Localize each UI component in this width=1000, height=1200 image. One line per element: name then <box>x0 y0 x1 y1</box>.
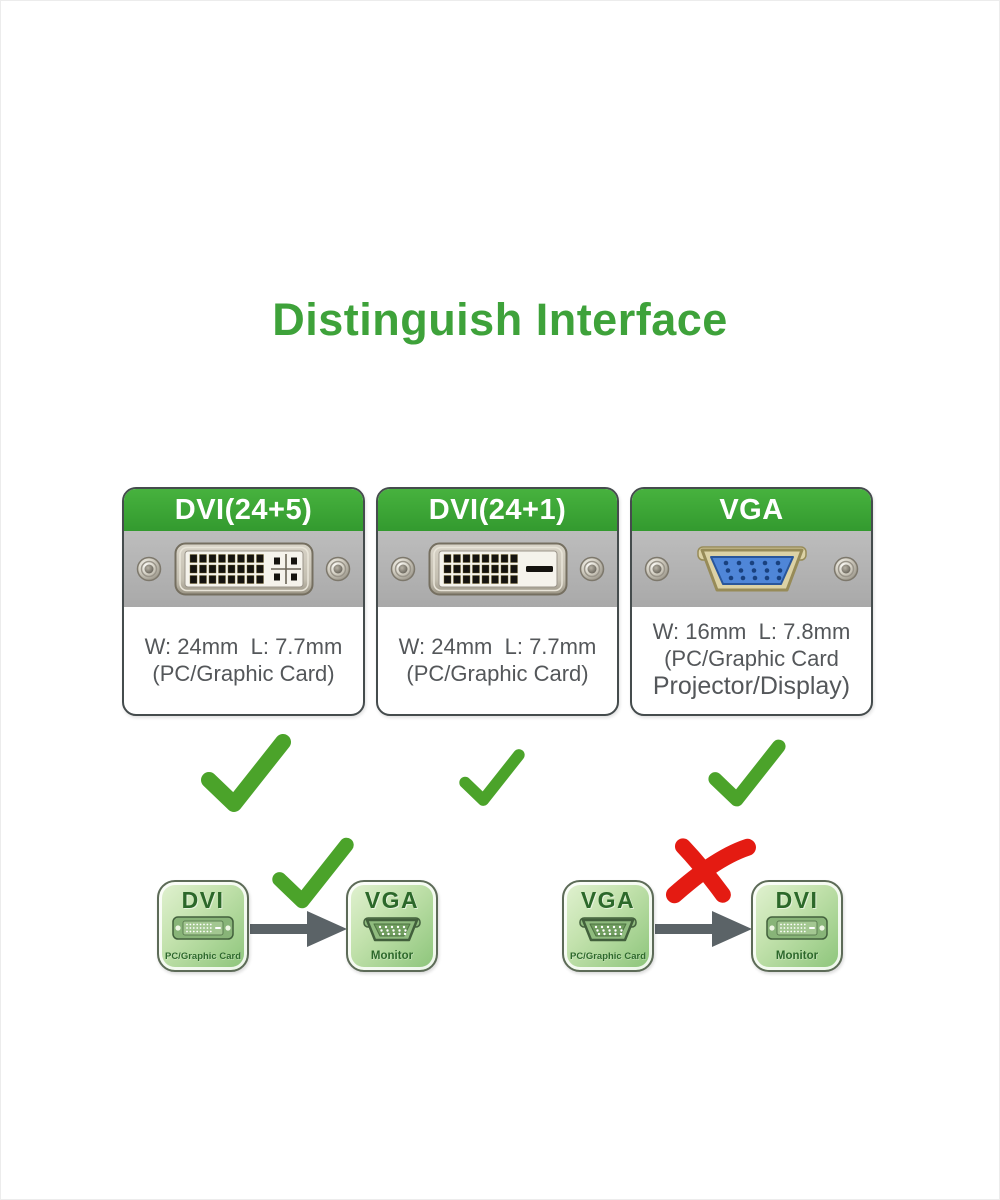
check-icon <box>708 739 786 807</box>
mini-box-caption: Monitor <box>775 950 819 962</box>
mini-box-title: DVI <box>775 887 819 913</box>
usage-line: (PC/Graphic Card) <box>406 660 589 686</box>
card-connector-photo-band <box>378 531 617 607</box>
screw-icon <box>325 556 351 582</box>
card-dvi-24-1: DVI(24+1) <box>376 487 619 716</box>
mini-box-caption: Monitor <box>370 950 414 962</box>
usage-line: Projector/Display) <box>652 672 851 700</box>
vga-mini-icon <box>579 917 637 942</box>
card-connector-photo-band <box>124 531 363 607</box>
card-spec-text: W: 24mm L: 7.7mm (PC/Graphic Card) <box>378 607 617 712</box>
connector-cards-row: DVI(24+5) <box>122 487 873 716</box>
vga-mini-icon <box>363 917 421 942</box>
usage-line: (PC/Graphic Card <box>664 646 839 671</box>
dvi-mini-icon <box>172 916 234 940</box>
mini-box-vga-target: VGA Monitor <box>346 880 438 972</box>
screw-icon <box>833 556 859 582</box>
mini-box-vga-source: VGA PC/Graphic Card <box>562 880 654 972</box>
vga-connector-icon <box>696 546 807 592</box>
check-icon <box>272 837 354 909</box>
screw-icon <box>390 556 416 582</box>
card-vga: VGA <box>630 487 873 716</box>
mini-box-dvi-source: DVI PC/Graphic Card <box>157 880 249 972</box>
dimension-line: W: 24mm L: 7.7mm <box>398 633 597 659</box>
card-spec-text: W: 24mm L: 7.7mm (PC/Graphic Card) <box>124 607 363 712</box>
mini-box-title: VGA <box>580 887 636 913</box>
dimension-line: W: 24mm L: 7.7mm <box>144 633 343 659</box>
check-icon <box>459 749 525 806</box>
page-title: Distinguish Interface <box>272 294 728 345</box>
arrow-right-icon <box>250 911 347 947</box>
usage-line: (PC/Graphic Card) <box>152 660 335 686</box>
mini-box-caption: PC/Graphic Card <box>569 951 647 962</box>
screw-icon <box>136 556 162 582</box>
dvi-24-1-connector-icon <box>428 542 567 596</box>
check-icon <box>201 734 291 812</box>
dvi-mini-icon <box>766 916 828 940</box>
card-header: DVI(24+5) <box>124 489 363 531</box>
card-spec-text: W: 16mm L: 7.8mm (PC/Graphic Card Projec… <box>632 607 871 712</box>
mini-box-title: DVI <box>181 887 225 913</box>
dimension-line: W: 16mm L: 7.8mm <box>652 619 851 644</box>
card-dvi-24-5: DVI(24+5) <box>122 487 365 716</box>
mini-box-dvi-target: DVI Monitor <box>751 880 843 972</box>
card-header: DVI(24+1) <box>378 489 617 531</box>
card-connector-photo-band <box>632 531 871 607</box>
cross-icon <box>665 838 756 904</box>
card-header: VGA <box>632 489 871 531</box>
screw-icon <box>644 556 670 582</box>
dvi-24-5-connector-icon <box>174 542 313 596</box>
screw-icon <box>579 556 605 582</box>
mini-box-title: VGA <box>364 887 420 913</box>
arrow-right-icon <box>655 911 752 947</box>
mini-box-caption: PC/Graphic Card <box>164 951 242 962</box>
